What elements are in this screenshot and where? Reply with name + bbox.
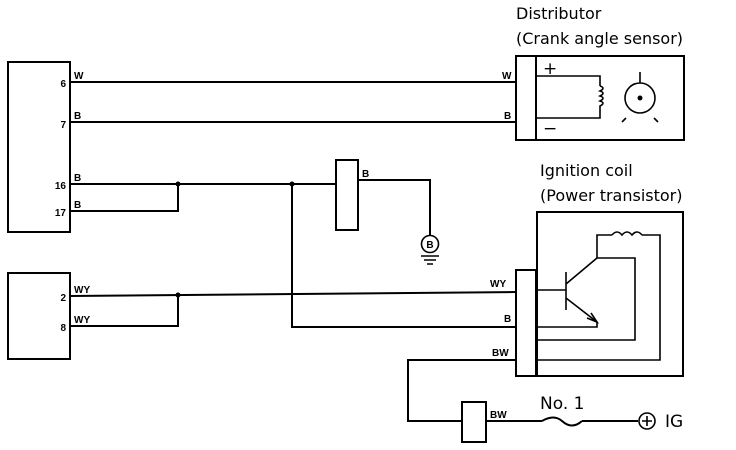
wire-label: B: [504, 111, 511, 122]
coil-secondary-wire: [536, 234, 661, 361]
junction-dot: [175, 292, 181, 298]
distributor-title: Distributor: [516, 4, 602, 23]
wire-label: W: [502, 71, 512, 82]
wire-label: B: [362, 169, 369, 180]
coil-winding-icon: [611, 231, 643, 237]
ecm-upper-connector: [7, 61, 71, 233]
ig-plus-icon: [642, 416, 652, 426]
ignition-coil-box: [536, 211, 684, 377]
ignition-coil-subtitle: (Power transistor): [540, 186, 683, 205]
ecm-pin-17: 17: [55, 208, 67, 219]
wire-wy-pin2: [69, 291, 517, 297]
wire-label: W: [74, 71, 84, 82]
rotor-mount-icon: [621, 72, 659, 123]
ignition-coil-title: Ignition coil: [540, 161, 633, 180]
ecm-pin-2: 2: [60, 293, 66, 304]
transistor-emitter-wire: [536, 322, 598, 328]
ground-symbol: [420, 234, 440, 254]
wire-wy-pin8: [70, 295, 179, 327]
distributor-internal-wires: [536, 75, 601, 119]
rotor-center-icon: [637, 95, 643, 101]
wire-label: WY: [490, 279, 506, 290]
transistor-arrow-icon: [586, 312, 600, 324]
wire-bw: [407, 359, 516, 422]
ecm-pin-16: 16: [55, 181, 67, 192]
distributor-minus: −: [543, 119, 557, 139]
wire-label: B: [74, 111, 81, 122]
ecm-lower-connector: [7, 272, 71, 360]
fuse-label: No. 1: [540, 394, 584, 414]
wire-b-pin17: [70, 184, 179, 212]
junction-dot: [175, 181, 181, 187]
ecm-pin-7: 7: [60, 120, 66, 131]
wire-label: BW: [492, 348, 509, 359]
ig-terminal-icon: [638, 412, 656, 430]
wire-label: WY: [74, 315, 90, 326]
coil-primary-wire: [596, 234, 612, 258]
fuse-icon: [541, 416, 583, 427]
ecm-pin-8: 8: [60, 323, 66, 334]
ignition-coil-terminal-block: [515, 269, 537, 377]
wire-label: B: [504, 314, 511, 325]
fuse-connector: [461, 401, 487, 443]
ground-label: B: [426, 240, 433, 251]
transistor-leads-icon: [565, 257, 598, 323]
sensor-coil-icon: [597, 85, 604, 108]
ecm-pin-6: 6: [60, 79, 66, 90]
wire-b-ground: [358, 179, 431, 236]
wire-label: BW: [490, 410, 507, 421]
distributor-plus: +: [543, 59, 557, 79]
wire-b-to-coil: [291, 184, 516, 328]
distributor-box: [515, 55, 685, 141]
wire-label: B: [74, 173, 81, 184]
ground-lines-icon: [421, 255, 439, 265]
ground-connector: [335, 159, 359, 231]
distributor-subtitle: (Crank angle sensor): [516, 29, 683, 48]
transistor-collector-wire: [536, 257, 636, 341]
ig-label: IG: [665, 412, 683, 432]
distributor-terminal-block: [515, 55, 537, 141]
wire-label: WY: [74, 285, 90, 296]
wire-label: B: [74, 200, 81, 211]
